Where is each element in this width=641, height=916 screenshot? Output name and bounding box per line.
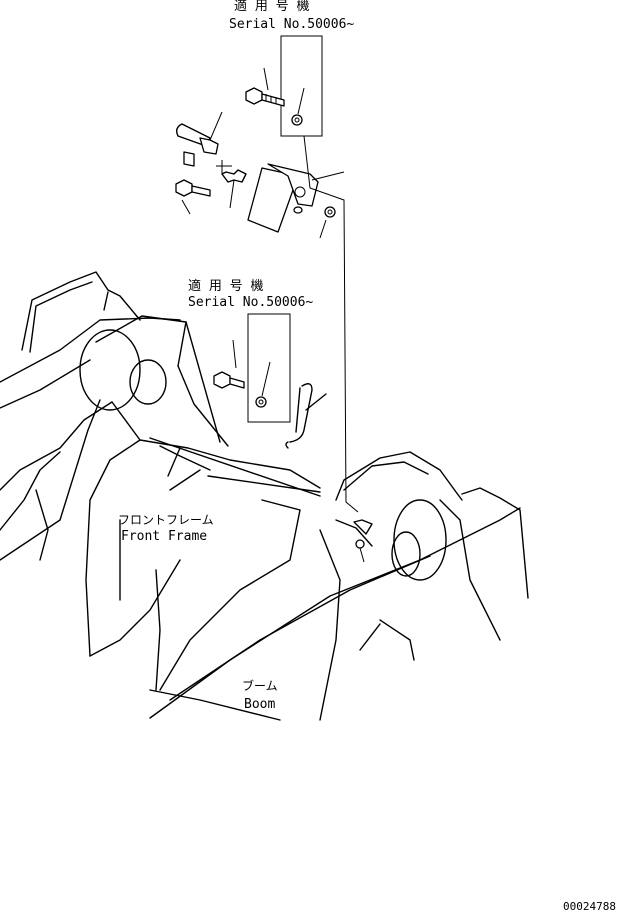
upper-callout-jp: 適 用 号 機 xyxy=(234,0,309,14)
front-frame xyxy=(0,271,321,721)
middle-callout-box xyxy=(247,313,291,423)
upper-callout-box xyxy=(280,35,323,137)
middle-callout: 適 用 号 機 Serial No.50006~ xyxy=(188,278,313,423)
upper-washer xyxy=(291,87,305,126)
small-bracket xyxy=(216,160,247,209)
callout-bolt xyxy=(213,339,245,389)
middle-callout-serial: Serial No.50006~ xyxy=(188,295,313,310)
middle-bolt xyxy=(175,179,211,215)
front-frame-label-jp: フロントフレーム xyxy=(118,513,214,527)
callout-washer xyxy=(255,361,271,408)
drawing-number: 00024788 xyxy=(563,900,616,913)
sensor-block xyxy=(247,163,345,233)
upper-bolt xyxy=(245,67,285,107)
upper-callout: 適 用 号 機 Serial No.50006~ xyxy=(229,0,354,137)
connector-clip xyxy=(175,111,223,167)
boom-label: ブーム Boom xyxy=(242,678,278,712)
cable-clamp xyxy=(285,383,327,449)
middle-callout-jp: 適 用 号 機 xyxy=(188,278,263,294)
lower-washer xyxy=(319,206,336,239)
front-frame-label: フロントフレーム Front Frame xyxy=(118,513,214,544)
harness-line xyxy=(303,135,359,513)
boom-label-jp: ブーム xyxy=(242,678,278,693)
front-frame-label-en: Front Frame xyxy=(121,529,207,544)
upper-callout-serial: Serial No.50006~ xyxy=(229,17,354,32)
boom xyxy=(149,451,529,721)
boom-label-en: Boom xyxy=(244,697,275,712)
